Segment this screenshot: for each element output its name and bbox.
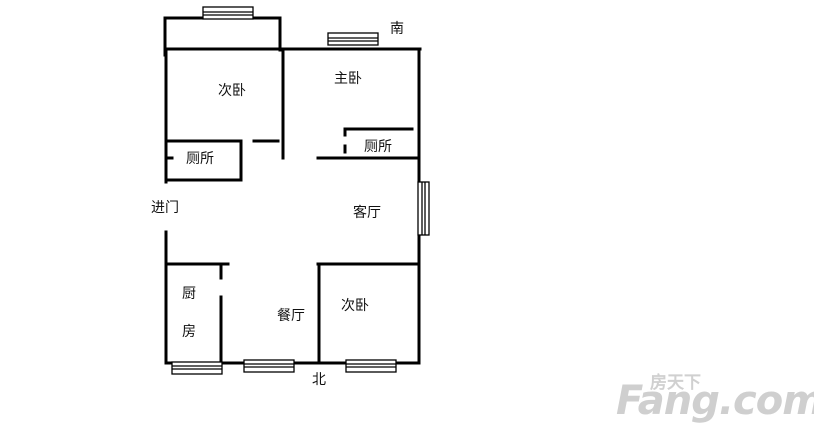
window-kitchen — [171, 361, 223, 375]
watermark-logo: 房天下 Fang.com — [612, 368, 814, 434]
label-kitchen-1: 厨 — [182, 286, 196, 302]
label-secondary-bedroom-bottom: 次卧 — [341, 298, 369, 314]
label-toilet-right: 厕所 — [364, 139, 392, 155]
label-kitchen-2: 房 — [182, 324, 196, 340]
window-bedroom-bottom — [345, 359, 397, 373]
watermark-en: Fang.com — [616, 378, 814, 424]
label-living-room: 客厅 — [353, 205, 381, 221]
label-north: 北 — [312, 372, 326, 388]
watermark-cn: 房天下 — [650, 373, 701, 393]
window-living-room — [417, 181, 430, 236]
window-balcony — [202, 6, 254, 20]
label-entrance: 进门 — [151, 200, 179, 216]
label-master-bedroom: 主卧 — [334, 71, 362, 87]
label-dining-room: 餐厅 — [277, 308, 305, 324]
window-dining — [243, 359, 295, 373]
label-south: 南 — [390, 21, 404, 37]
label-secondary-bedroom-top: 次卧 — [218, 83, 246, 99]
window-south — [327, 32, 379, 46]
label-toilet-left: 厕所 — [186, 151, 214, 167]
